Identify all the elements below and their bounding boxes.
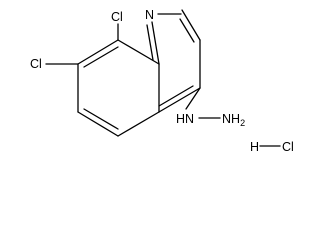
atom-hydrazine-nh2: NH2 (222, 112, 245, 128)
bond-c8a-n1 (151, 21, 160, 65)
bond-c8a-c8 (117, 39, 160, 65)
bond-c4-n (185, 87, 201, 110)
bond-c4-c4a-inner (158, 85, 194, 107)
bond-c8a-n1-inner (146, 24, 154, 61)
molecule-structure: N Cl Cl HN NH2 H Cl (30, 8, 294, 154)
atom-hydrazine-nh: HN (176, 112, 194, 126)
atom-chlorine-c7: Cl (30, 57, 42, 71)
bond-c2-c3-inner (179, 18, 195, 43)
bond-c4-c4a (158, 87, 201, 113)
salt-chlorine: Cl (282, 140, 294, 154)
bond-c6-c5 (77, 111, 119, 137)
bond-c2-c3 (181, 9, 201, 41)
atom-hydrazine-nh2-subscript: 2 (240, 118, 245, 128)
atom-labels: N Cl Cl HN NH2 H Cl (30, 8, 294, 154)
bond-c6-c5-inner (83, 108, 119, 130)
bond-c8-c7-inner (83, 46, 119, 68)
atom-chlorine-c8: Cl (111, 10, 123, 24)
atom-hydrazine-nh2-text: NH (222, 112, 240, 126)
atom-ring-nitrogen: N (145, 8, 154, 22)
bond-c5-c4a (117, 111, 160, 137)
salt-hydrogen: H (250, 140, 259, 154)
bond-c8-c7 (77, 39, 119, 65)
bonds (45, 9, 281, 147)
